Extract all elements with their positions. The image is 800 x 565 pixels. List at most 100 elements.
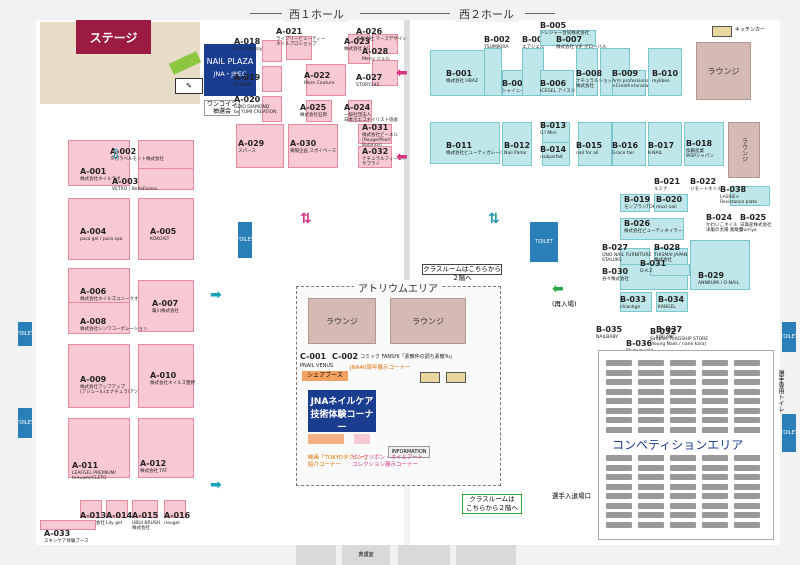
booth-b-038[interactable]: [730, 186, 770, 206]
booth-a-008[interactable]: [68, 302, 130, 334]
booth-b-010[interactable]: [648, 48, 682, 96]
booth-b-016[interactable]: [612, 122, 646, 166]
booth-b-002[interactable]: [484, 48, 502, 96]
competition-seat: [638, 502, 664, 509]
booth-a-021[interactable]: [286, 36, 312, 60]
booth-name-a-019: KiraNail: [234, 83, 252, 88]
booth-name-b-025: 日興産株式会社 Durriya: [740, 223, 772, 233]
competition-seat: [702, 483, 728, 490]
booth-b-018[interactable]: [684, 122, 724, 166]
booth-id-a-016: A-016: [164, 511, 191, 520]
booth-name-b-035: NAILBABY: [596, 335, 619, 340]
booth-a-023[interactable]: [348, 34, 370, 64]
booth-name-b-016: Grace fair: [612, 151, 635, 156]
booth-b-029[interactable]: [690, 240, 750, 290]
booth-id-a-015: A-015: [132, 511, 159, 520]
booth-id-b-033: B-033: [620, 295, 647, 304]
booth-name-a-003: VETRO / BellaForma: [112, 187, 157, 192]
kitchen-car-icon: [712, 26, 732, 37]
booth-b-026[interactable]: [620, 218, 684, 240]
booth-a-024[interactable]: [348, 100, 372, 122]
booth-b-007[interactable]: [576, 48, 598, 96]
booth-id-b-010: B-010: [652, 69, 679, 78]
lounge-atrium-right: ラウンジ: [390, 298, 466, 344]
booth-name-b-009: Arm professional ×Crealh×Iorana: [612, 79, 650, 89]
booth-a-030[interactable]: [288, 124, 338, 168]
competition-seat: [638, 493, 664, 499]
booth-id-b-024: B-024: [706, 213, 733, 222]
booth-a-026[interactable]: [372, 34, 398, 54]
booth-name-a-032: ナチュラルフィールド サブライ: [362, 157, 407, 167]
booth-a-004[interactable]: [68, 198, 130, 260]
booth-id-a-028: A-028: [362, 47, 389, 56]
booth-id-b-014: B-014: [540, 145, 567, 154]
booth-b-033[interactable]: [620, 292, 652, 312]
pink-corner-box: [354, 434, 370, 444]
booth-a-003[interactable]: [138, 168, 194, 190]
competition-seat: [638, 388, 664, 395]
booth-b-011[interactable]: [430, 122, 500, 164]
competition-seat: [702, 417, 728, 423]
booth-a-005[interactable]: [138, 198, 194, 260]
booth-id-b-036: B-036: [626, 339, 653, 348]
booth-id-a-005: A-005: [150, 227, 177, 236]
booth-b-014[interactable]: [542, 142, 570, 166]
arrow-right-icon-left: ➡: [210, 287, 222, 303]
booth-a-001[interactable]: [68, 140, 130, 186]
booth-name-b-026: 株式会社ビューティネイラー: [624, 229, 683, 234]
booth-b-015[interactable]: [578, 122, 612, 166]
booth-b-020[interactable]: [654, 194, 688, 212]
arrow-left-icon-top: ⬅: [396, 65, 408, 81]
booth-a-014[interactable]: [106, 500, 128, 518]
booth-name-b-030: 谷々株式会社: [602, 277, 629, 282]
booth-a-032[interactable]: [358, 146, 392, 168]
competition-seat: [702, 512, 728, 518]
competition-seat: [734, 483, 760, 490]
booth-a-018[interactable]: [262, 40, 282, 62]
booth-id-b-025: B-025: [740, 213, 767, 222]
booth-b-017[interactable]: [648, 122, 682, 166]
booth-a-015[interactable]: [132, 500, 158, 518]
booth-a-016[interactable]: [164, 500, 186, 518]
booth-a-022[interactable]: [306, 64, 346, 96]
booth-a-010[interactable]: [138, 344, 194, 408]
competition-seat: [638, 464, 664, 471]
competition-seat: [734, 369, 760, 376]
atrium-title: アトリウムエリア: [354, 280, 442, 295]
booth-id-a-020: A-020: [234, 95, 261, 104]
booth-b-012[interactable]: [502, 122, 532, 166]
booth-a-009[interactable]: [68, 344, 130, 408]
booth-a-013[interactable]: [80, 500, 102, 518]
toilet-icon-right: TOILET: [780, 322, 798, 352]
competition-seat: [670, 512, 696, 518]
booth-b-019[interactable]: [620, 194, 650, 212]
booth-name-b-013: G'i Mini: [540, 131, 557, 136]
booth-name-a-016: rieugel: [164, 521, 180, 526]
competition-seat: [702, 493, 728, 499]
booth-name-b-037: KJBLANC: [656, 335, 676, 340]
booth-id-a-012: A-012: [140, 459, 167, 468]
booth-b-031[interactable]: [650, 264, 690, 276]
booth-a-020[interactable]: [262, 96, 282, 122]
booth-b-034[interactable]: [656, 292, 688, 312]
booth-b-006[interactable]: [540, 70, 574, 96]
booth-a-033[interactable]: [40, 520, 96, 530]
booth-a-027[interactable]: [372, 60, 398, 86]
competition-seat: [734, 474, 760, 480]
booth-a-029[interactable]: [236, 124, 284, 168]
booth-id-a-003: A-003: [112, 177, 139, 186]
booth-name-a-008: 株式会社シンワコーポレーション: [80, 327, 148, 332]
booth-id-b-035: B-035: [596, 325, 623, 334]
booth-id-b-016: B-016: [612, 141, 639, 150]
booth-b-005[interactable]: [540, 30, 596, 46]
booth-a-019[interactable]: [262, 66, 282, 92]
booth-a-031[interactable]: [358, 124, 392, 144]
booth-name-b-012: Nail Parlor: [504, 151, 528, 156]
booth-a-011[interactable]: [68, 418, 130, 478]
booth-a-012[interactable]: [138, 418, 194, 478]
booth-a-007[interactable]: [138, 280, 194, 332]
booth-a-025[interactable]: [306, 100, 332, 122]
competition-seat: [606, 512, 632, 518]
kitchen-car-icon-2: [420, 372, 440, 383]
booth-b-009[interactable]: [612, 70, 646, 96]
